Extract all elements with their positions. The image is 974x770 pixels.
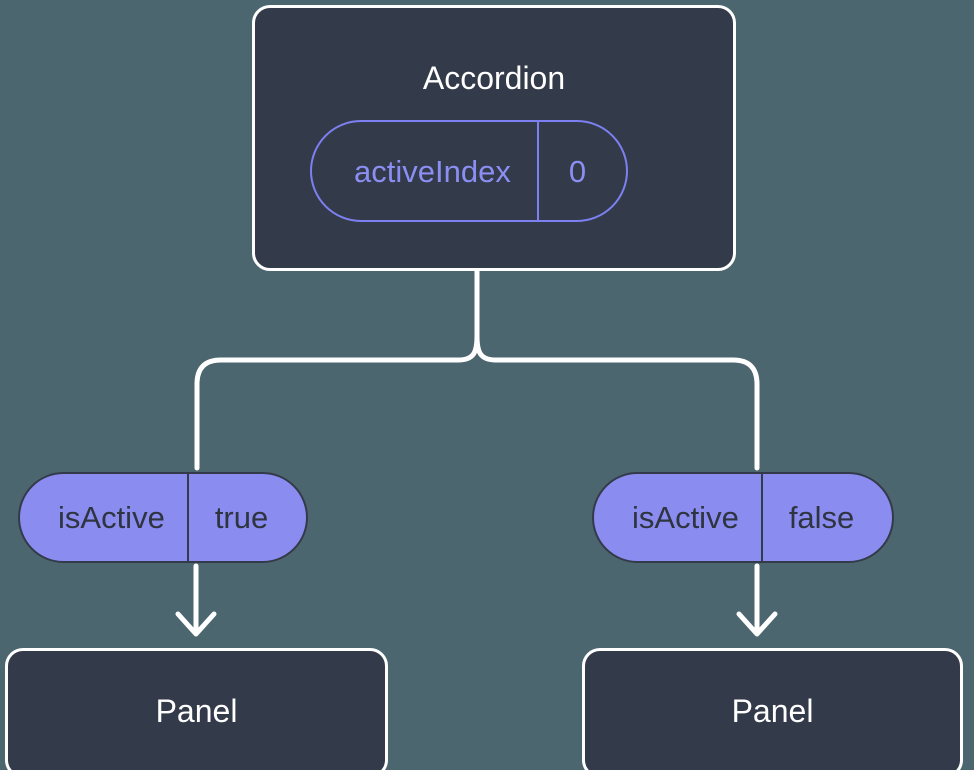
prop-pill-isactive-false[interactable]: isActive false (592, 472, 895, 563)
accordion-title: Accordion (422, 60, 566, 96)
prop-pill-isactive-true[interactable]: isActive true (18, 472, 309, 563)
right-panel-arrow-head (736, 611, 778, 637)
prop-pill-isactive-true-key: isActive (58, 500, 165, 535)
left-panel-arrow-head (175, 611, 217, 637)
prop-pill-isactive-false-value: false (760, 474, 892, 561)
prop-pill-activeindex[interactable]: activeIndex 0 (310, 120, 629, 222)
right-branch-edge (474, 333, 760, 471)
prop-pill-activeindex-value: 0 (536, 122, 626, 220)
left-branch-edge (194, 333, 480, 471)
panel-right-title: Panel (731, 693, 814, 729)
node-panel-left[interactable]: Panel (5, 648, 388, 770)
prop-pill-isactive-true-value: true (186, 474, 306, 561)
panel-left-title: Panel (155, 693, 238, 729)
prop-pill-activeindex-key: activeIndex (354, 153, 511, 189)
node-panel-right[interactable]: Panel (582, 648, 963, 770)
prop-pill-isactive-false-key: isActive (632, 500, 739, 535)
